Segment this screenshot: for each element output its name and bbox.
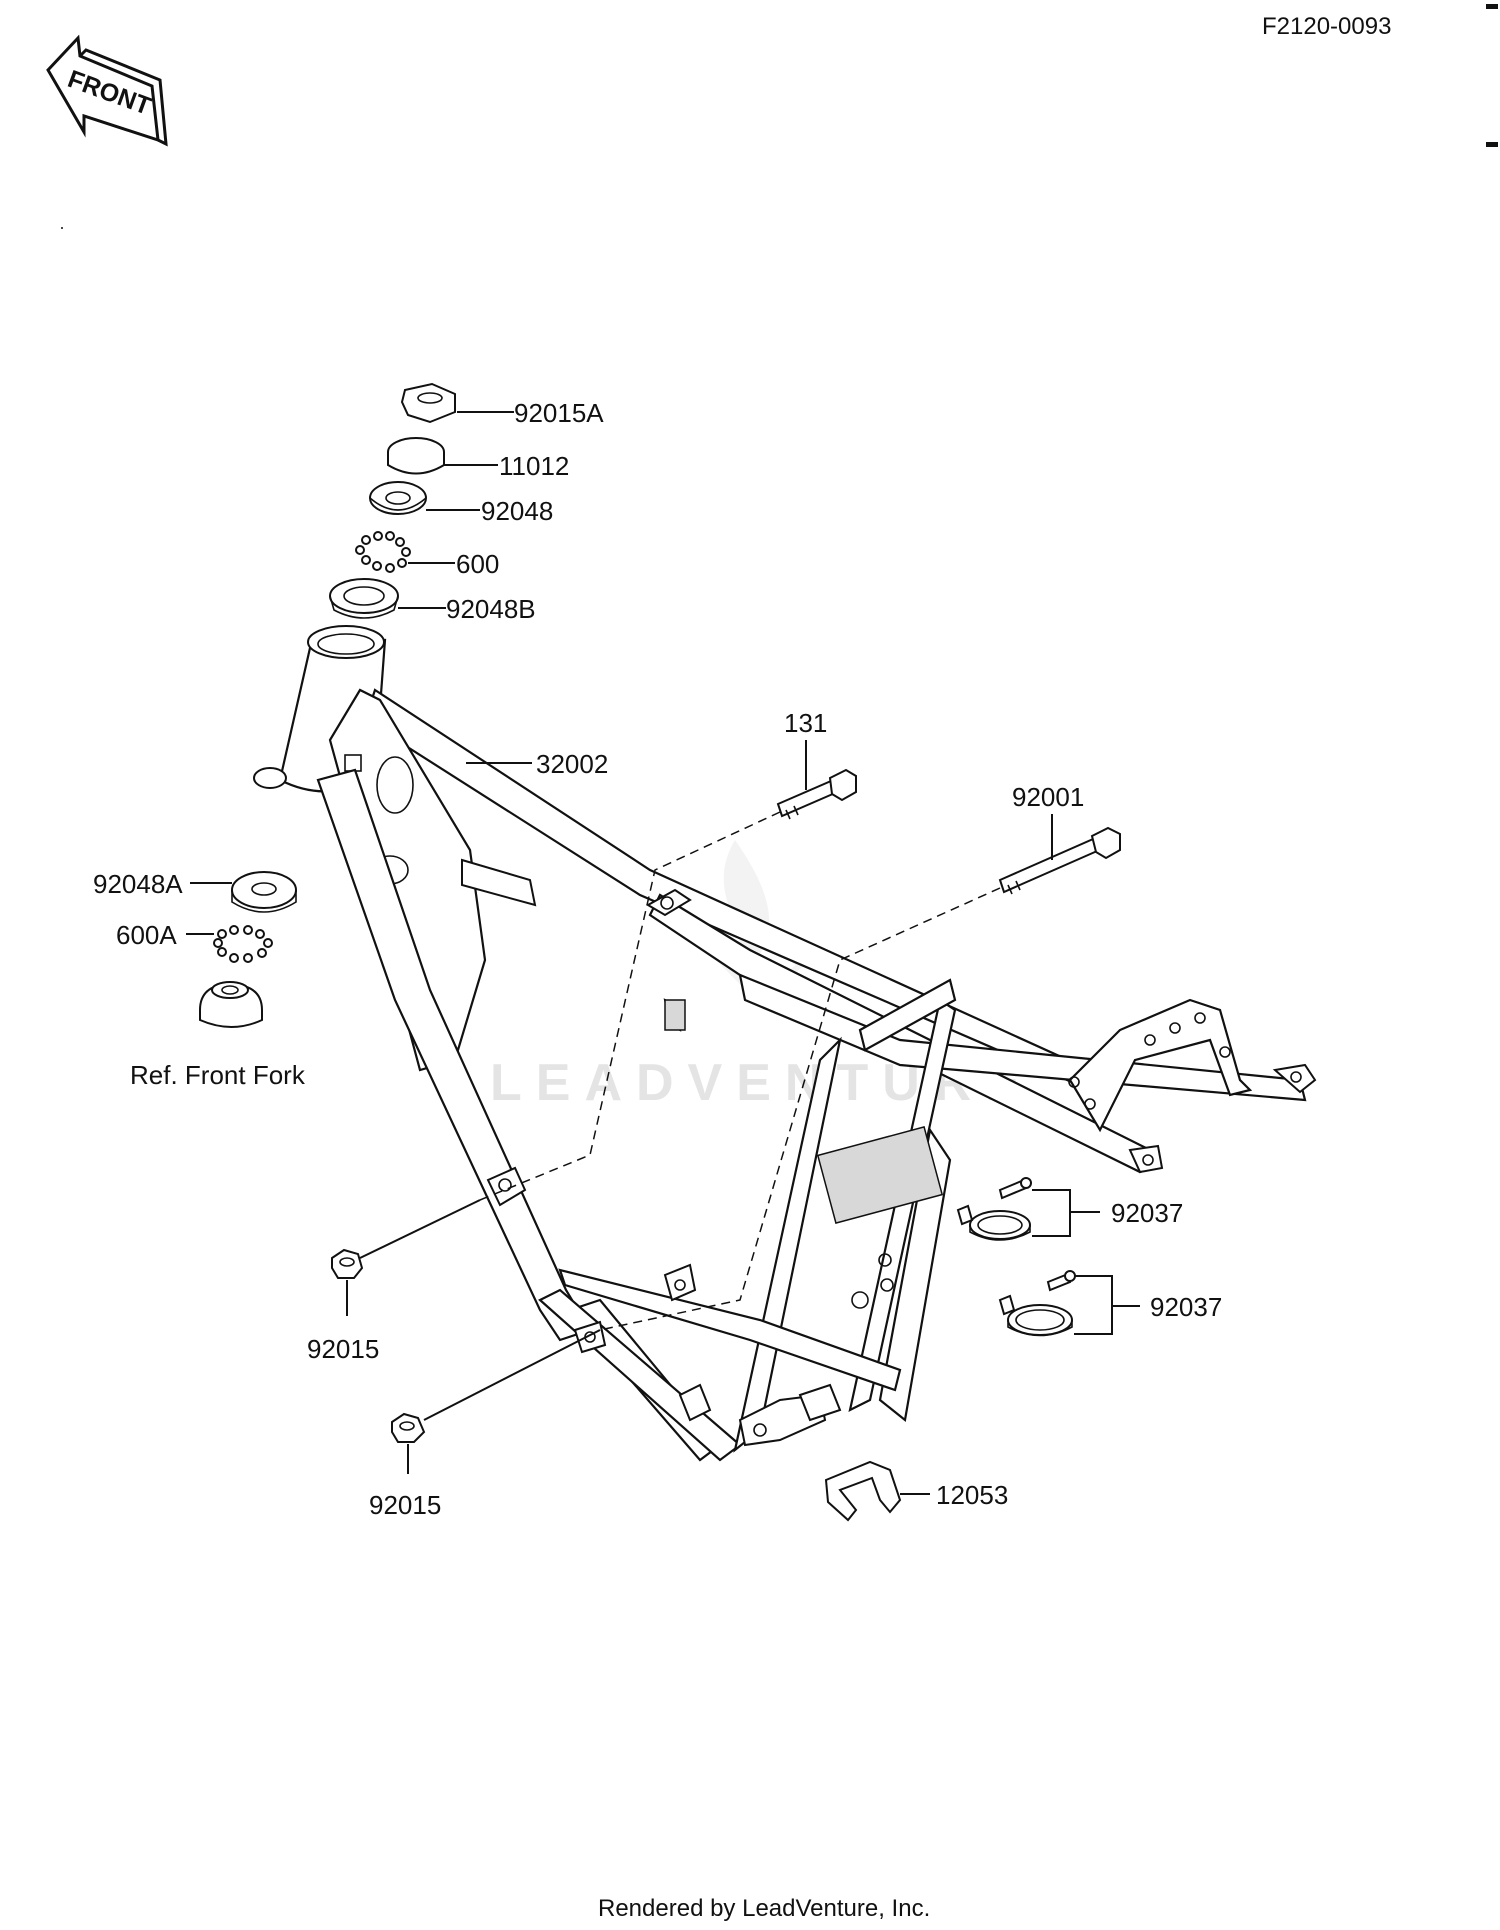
leader-92037-lower-bracket [1074,1275,1113,1335]
label-92001: 92001 [1012,782,1084,812]
nut-92015-lower [391,1412,426,1443]
label-11012: 11012 [499,451,569,481]
steel-balls-600A [213,925,273,963]
stem-nut-92015A [400,382,456,424]
cap-11012 [387,437,445,475]
nut-92015-upper [331,1248,364,1279]
label-92015-lower: 92015 [369,1490,441,1520]
edge-mark-bottom [1486,142,1498,147]
label-92048: 92048 [481,496,553,526]
bolt-131-path [479,811,781,1201]
diagram-code: F2120-0093 [1262,13,1391,40]
bolt-131 [776,768,857,820]
label-92037-upper: 92037 [1111,1198,1183,1228]
guard-12053 [824,1460,902,1522]
label-12053: 12053 [936,1480,1008,1510]
label-92015A: 92015A [514,398,604,428]
steel-balls-600 [355,531,411,573]
label-92048A: 92048A [93,869,183,899]
front-arrow-icon: FRONT [46,34,168,147]
bearing-race-92048B [329,578,399,619]
edge-mark-top [1486,4,1498,9]
label-92048B: 92048B [446,594,536,624]
label-92037-lower: 92037 [1150,1292,1222,1322]
label-131: 131 [784,708,827,738]
bearing-race-92048 [369,481,427,515]
bolt-92001-path [599,887,1001,1331]
label-32002: 32002 [536,749,608,779]
clamp-92037-lower [998,1270,1076,1337]
bolt-92001 [998,826,1121,895]
leader-92015-upper-line [359,1199,481,1259]
label-600A: 600A [116,920,177,950]
clamp-92037-upper [956,1177,1032,1241]
bearing-race-92048A [231,871,297,913]
label-92015-upper: 92015 [307,1334,379,1364]
leader-92015-lower-line [423,1329,601,1421]
footer-credit: Rendered by LeadVenture, Inc. [598,1895,930,1922]
leader-92037-upper-bracket [1032,1189,1071,1237]
front-fork-reference-note: Ref. Front Fork [130,1060,306,1090]
frame-32002 [253,625,1317,1462]
label-600: 600 [456,549,499,579]
front-fork-reference-part [199,981,263,1028]
